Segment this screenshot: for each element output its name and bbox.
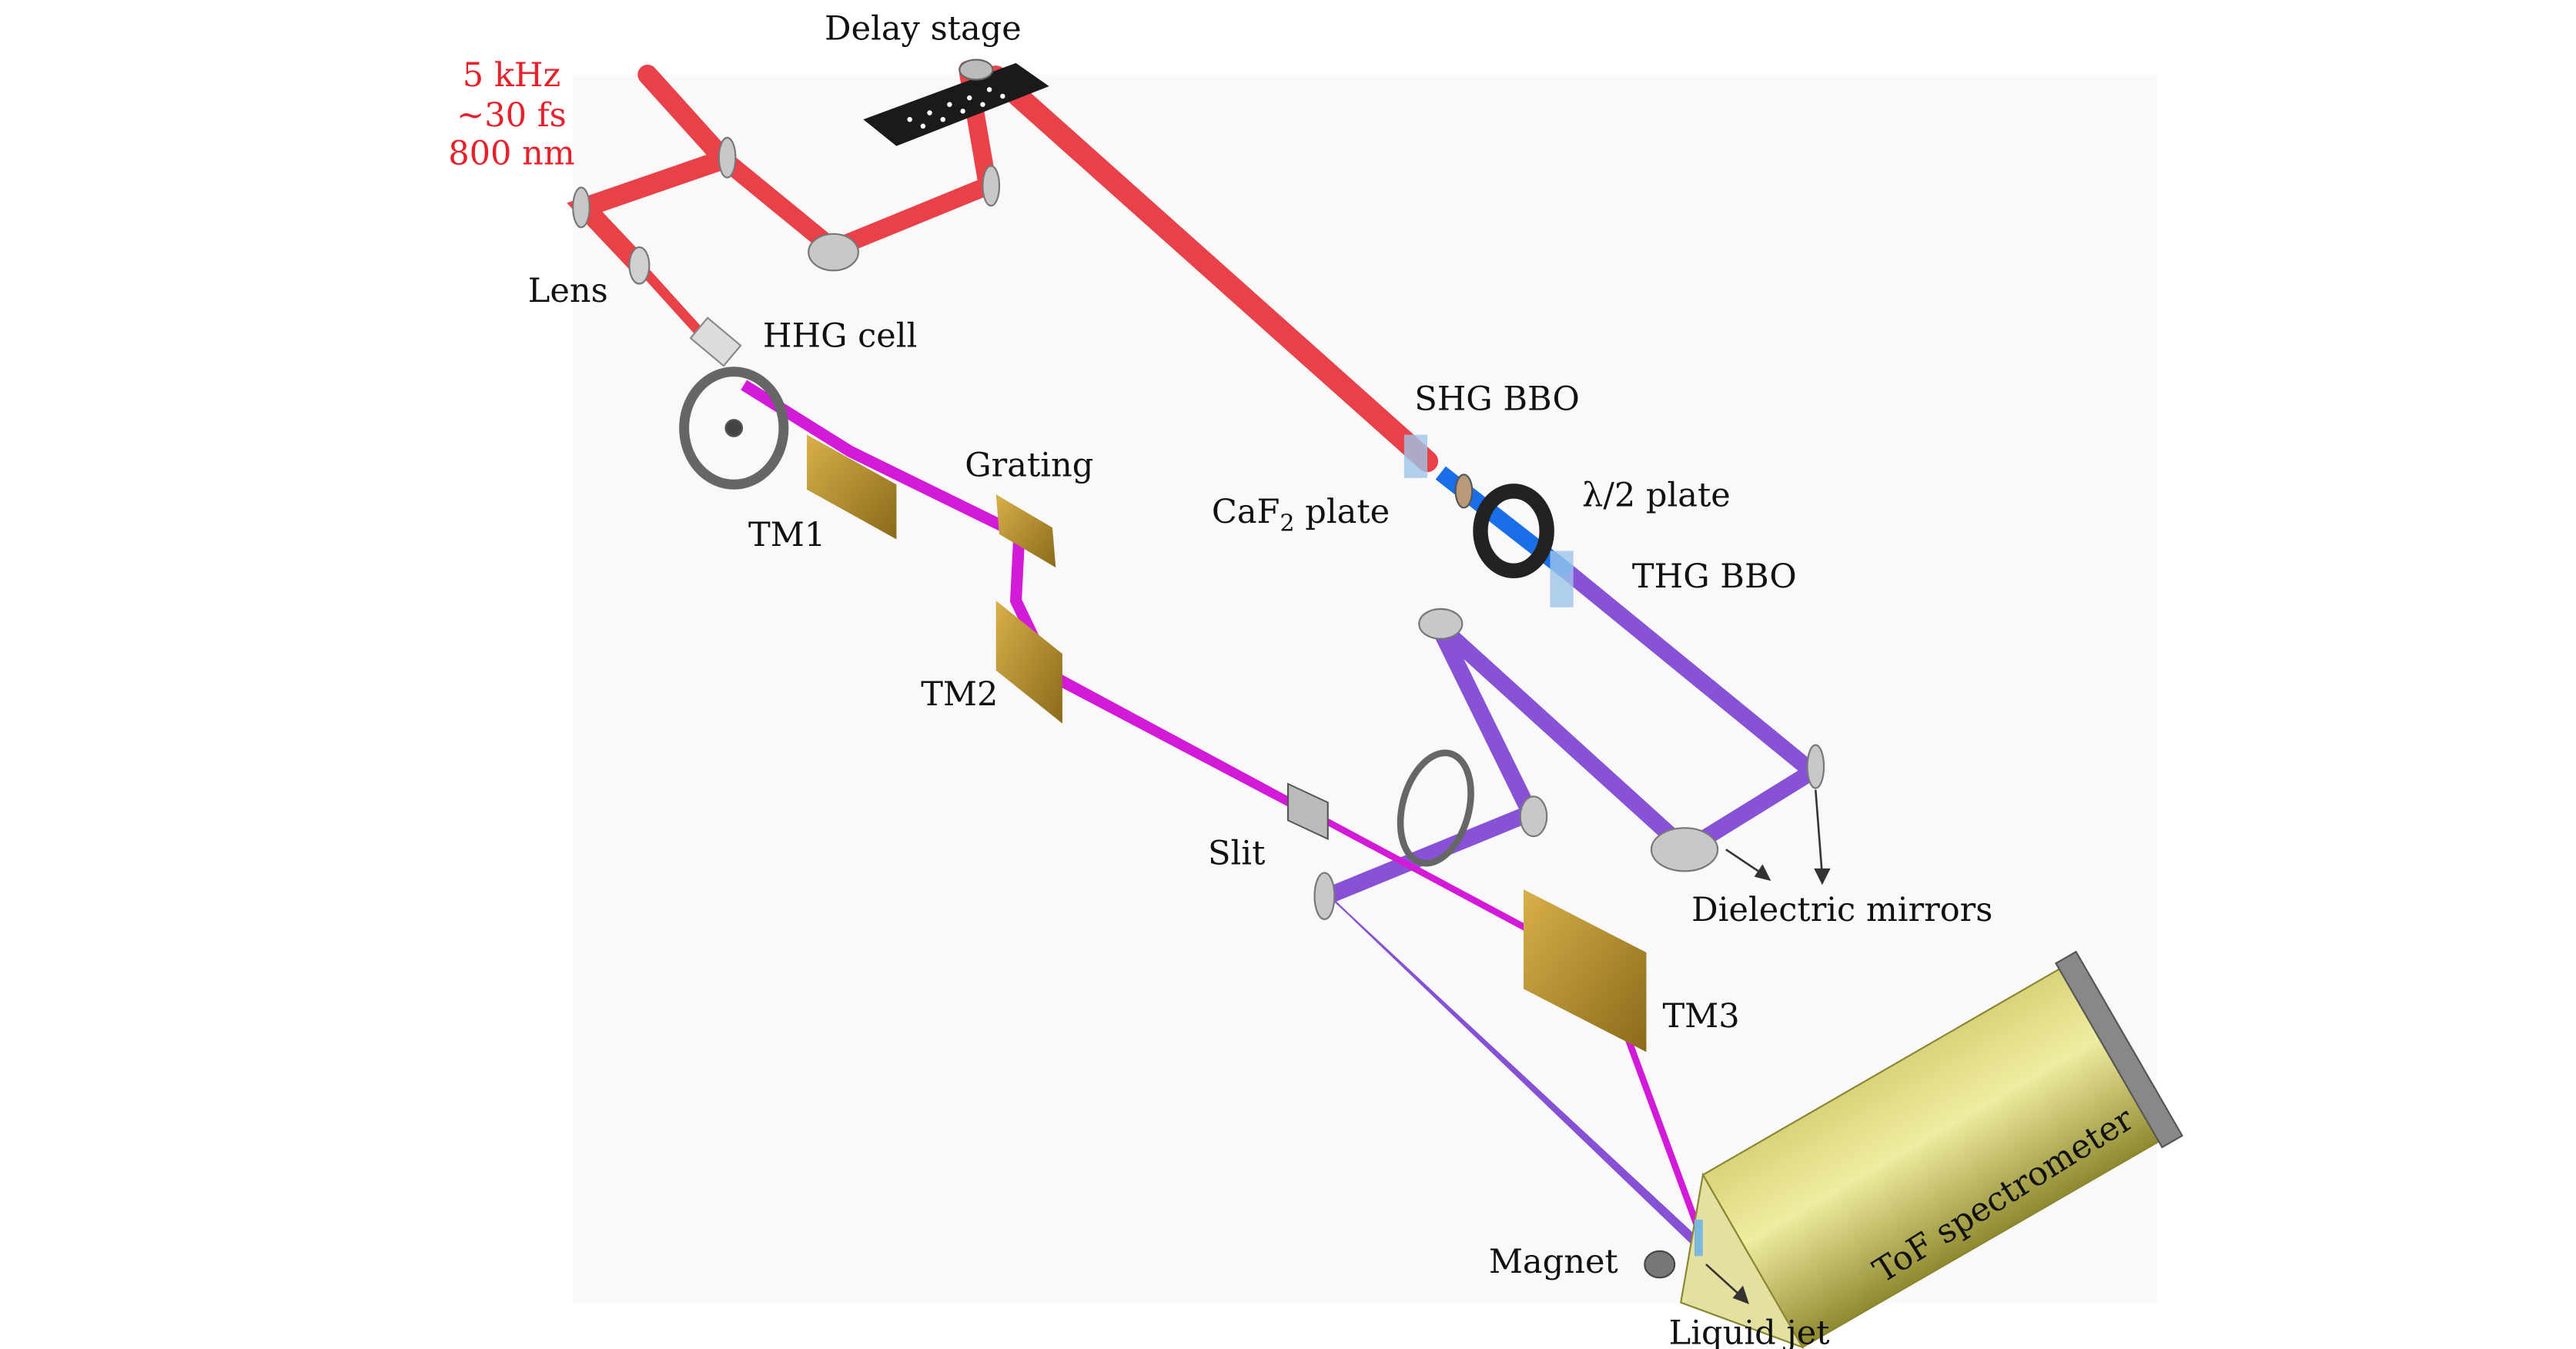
slit-label: Slit: [1208, 835, 1265, 873]
grating: [995, 494, 1056, 568]
mirrors: [572, 136, 1825, 920]
ir-beam: [567, 60, 1439, 473]
tof-spectrometer: [1680, 950, 2183, 1349]
thg-bbo-label: THG BBO: [1632, 557, 1797, 596]
delay-stage: [863, 59, 1049, 146]
tm2: [995, 601, 1062, 724]
grating-label: Grating: [965, 446, 1093, 484]
magnet-label: Magnet: [1489, 1243, 1618, 1281]
chopper-wheel: [679, 367, 789, 490]
tm2-label: TM2: [921, 675, 998, 714]
liquid-jet-label: Liquid jet: [1669, 1314, 1830, 1349]
lens: [628, 246, 651, 285]
half-wave-plate: [1473, 484, 1554, 579]
caf2-plate-label: CaF2 plate: [1212, 493, 1390, 537]
liquid-jet: [1694, 1219, 1703, 1257]
shg-bbo: [1403, 434, 1428, 478]
pointer-arrows: [1705, 789, 1831, 1304]
hhg-cell-label: HHG cell: [763, 316, 917, 355]
delay-stage-label: Delay stage: [825, 10, 1022, 49]
pulse-duration-label: ~30 fs: [457, 96, 567, 135]
caf2-plate: [1454, 474, 1474, 509]
dielectric-mirrors-label: Dielectric mirrors: [1691, 891, 1992, 929]
tm1: [807, 434, 897, 540]
tm3: [1524, 889, 1647, 1053]
tm3-label: TM3: [1662, 997, 1739, 1036]
thg-bbo: [1550, 551, 1574, 608]
rep-rate-label: 5 kHz: [463, 56, 560, 95]
hhg-cell: [689, 316, 742, 367]
lens-label: Lens: [528, 272, 608, 310]
half-wave-plate-label: λ/2 plate: [1582, 476, 1731, 514]
magnet: [1644, 1250, 1676, 1279]
tm1-label: TM1: [748, 516, 825, 554]
wavelength-label: 800 nm: [448, 134, 575, 172]
chopper-wheel-2: [1397, 749, 1474, 867]
shg-bbo-label: SHG BBO: [1414, 380, 1580, 418]
slit: [1286, 782, 1329, 841]
